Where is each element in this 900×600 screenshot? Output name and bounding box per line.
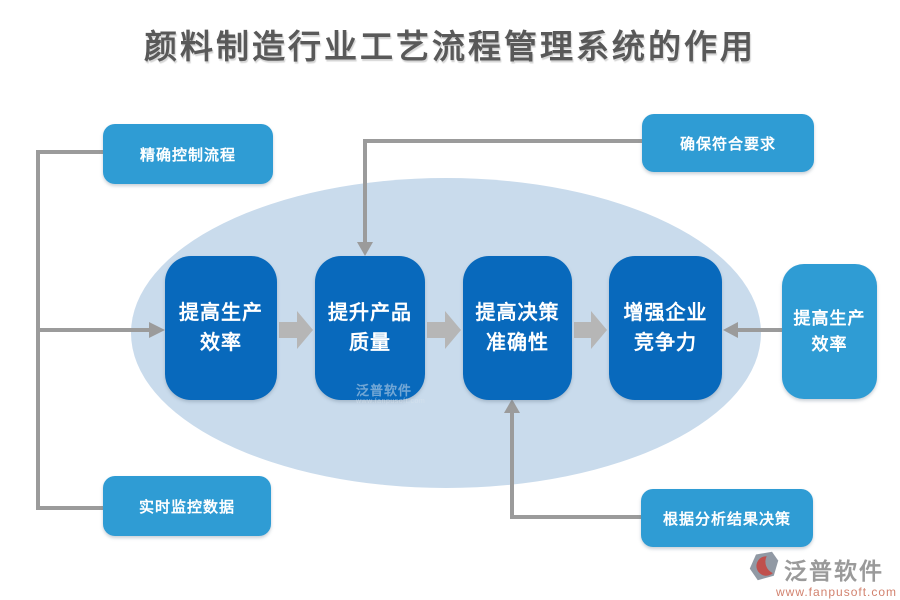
brand-name-text: 泛普软件 (784, 557, 884, 584)
connector-bottom-right (510, 412, 641, 519)
flow-node-label-line1: 提高生产 (179, 302, 263, 324)
outer-node-label: 精确控制流程 (139, 146, 236, 164)
side-node-label-line2: 效率 (811, 334, 848, 354)
brand-logo-icon (748, 550, 780, 587)
brand-logo: 泛普软件 www.fanpusoft.com (748, 550, 896, 599)
outer-node-label: 根据分析结果决策 (662, 510, 791, 528)
outer-node-realtime-monitoring: 实时监控数据 (103, 476, 271, 536)
flow-node-label-line2: 质量 (349, 332, 391, 354)
brand-url-text: www.fanpusoft.com (776, 585, 898, 599)
flow-arrow-1-2 (279, 311, 313, 349)
flow-node-enterprise-competitiveness: 增强企业 竞争力 (609, 256, 722, 400)
outer-node-ensure-compliance: 确保符合要求 (642, 114, 814, 172)
flow-node-decision-accuracy: 提高决策 准确性 (463, 256, 572, 400)
flow-node-product-quality: 提升产品 质量 (315, 256, 425, 400)
flow-arrow-2-3 (427, 311, 461, 349)
outer-node-precise-process-control: 精确控制流程 (103, 124, 273, 184)
flow-node-label-line1: 提高决策 (475, 302, 560, 324)
side-node-production-efficiency: 提高生产 效率 (782, 264, 877, 399)
outer-node-label: 实时监控数据 (138, 498, 235, 516)
page-title: 颜料制造行业工艺流程管理系统的作用 (144, 28, 756, 65)
flow-node-label-line1: 增强企业 (623, 302, 708, 324)
side-node-label-line1: 提高生产 (793, 309, 866, 328)
connector-top-right (363, 139, 642, 243)
outer-node-label: 确保符合要求 (679, 135, 776, 153)
flow-node-label-line1: 提升产品 (328, 302, 412, 324)
flow-node-label-line2: 竞争力 (634, 332, 697, 354)
arrowhead-into-flow3 (504, 399, 520, 413)
flow-node-label-line2: 准确性 (486, 332, 549, 354)
arrowhead-into-flow4 (723, 322, 738, 338)
flow-node-production-efficiency: 提高生产 效率 (165, 256, 277, 400)
outer-node-decide-by-analysis: 根据分析结果决策 (641, 489, 813, 547)
flow-arrow-3-4 (574, 311, 607, 349)
flow-node-label-line2: 效率 (200, 332, 242, 354)
arrowhead-into-flow1 (149, 322, 165, 338)
arrowhead-into-flow2 (357, 242, 373, 256)
